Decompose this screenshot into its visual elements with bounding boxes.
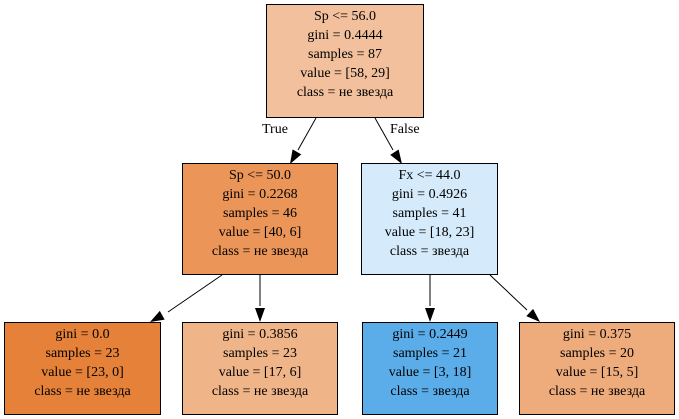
edge-root-left-arrowhead xyxy=(290,149,302,164)
edge-label-false: False xyxy=(390,122,420,137)
node-line: samples = 87 xyxy=(308,47,382,62)
tree-node-left: Sp <= 50.0 gini = 0.2268 samples = 46 value… xyxy=(182,163,338,275)
node-line: value = [40, 6] xyxy=(218,225,302,240)
node-line: samples = 41 xyxy=(392,206,467,221)
node-line: gini = 0.2449 xyxy=(392,327,468,342)
node-line: value = [18, 23] xyxy=(384,225,475,240)
edge-left-left-arrowhead xyxy=(150,310,165,322)
node-line: gini = 0.3856 xyxy=(222,327,298,342)
node-line: class = не звезда xyxy=(548,384,646,399)
edge-right-right-arrowhead xyxy=(526,308,540,322)
edge-left-left xyxy=(167,274,223,313)
node-line: class = звезда xyxy=(389,244,470,259)
node-line: gini = 0.0 xyxy=(55,327,110,342)
node-line: samples = 23 xyxy=(223,346,297,361)
edge-root-left xyxy=(297,117,317,151)
node-line: gini = 0.4926 xyxy=(391,187,468,202)
node-line: gini = 0.4444 xyxy=(307,28,383,43)
tree-node-right: Fx <= 44.0 gini = 0.4926 samples = 41 value… xyxy=(361,163,498,275)
node-line: class = не звезда xyxy=(211,244,309,259)
node-line: samples = 23 xyxy=(45,346,120,361)
node-line: Fx <= 44.0 xyxy=(398,168,461,183)
tree-node-right-right: gini = 0.375 samples = 20 value = [15, 5] c… xyxy=(519,322,675,415)
tree-node-left-left: gini = 0.0 samples = 23 value = [23, 0] cla… xyxy=(4,322,161,415)
node-line: Sp <= 56.0 xyxy=(313,9,377,24)
edge-root-right-arrowhead xyxy=(390,149,402,164)
node-line: gini = 0.2268 xyxy=(222,187,298,202)
node-line: Sp <= 50.0 xyxy=(228,168,292,183)
node-line: samples = 46 xyxy=(223,206,297,221)
tree-node-left-right: gini = 0.3856 samples = 23 value = [17, 6]… xyxy=(182,322,338,415)
node-line: value = [23, 0] xyxy=(41,365,124,380)
node-line: value = [58, 29] xyxy=(300,66,390,81)
node-line: samples = 21 xyxy=(393,346,467,361)
edge-label-true: True xyxy=(262,122,288,137)
node-line: value = [15, 5] xyxy=(555,365,639,380)
node-line: gini = 0.375 xyxy=(562,327,632,342)
edge-right-right xyxy=(489,274,528,311)
node-line: value = [17, 6] xyxy=(218,365,302,380)
node-line: class = не звезда xyxy=(296,85,394,100)
node-line: class = звезда xyxy=(390,384,470,399)
edge-root-right xyxy=(374,117,394,151)
node-line: value = [3, 18] xyxy=(388,365,472,380)
edge-right-left-arrowhead xyxy=(425,308,435,322)
tree-node-root: Sp <= 56.0 gini = 0.4444 samples = 87 value… xyxy=(266,4,424,118)
edge-left-right-arrowhead xyxy=(255,308,265,322)
node-line: samples = 20 xyxy=(560,346,634,361)
node-line: class = не звезда xyxy=(211,384,309,399)
tree-node-right-left: gini = 0.2449 samples = 21 value = [3, 18]… xyxy=(362,322,498,415)
node-line: class = не звезда xyxy=(34,384,131,399)
